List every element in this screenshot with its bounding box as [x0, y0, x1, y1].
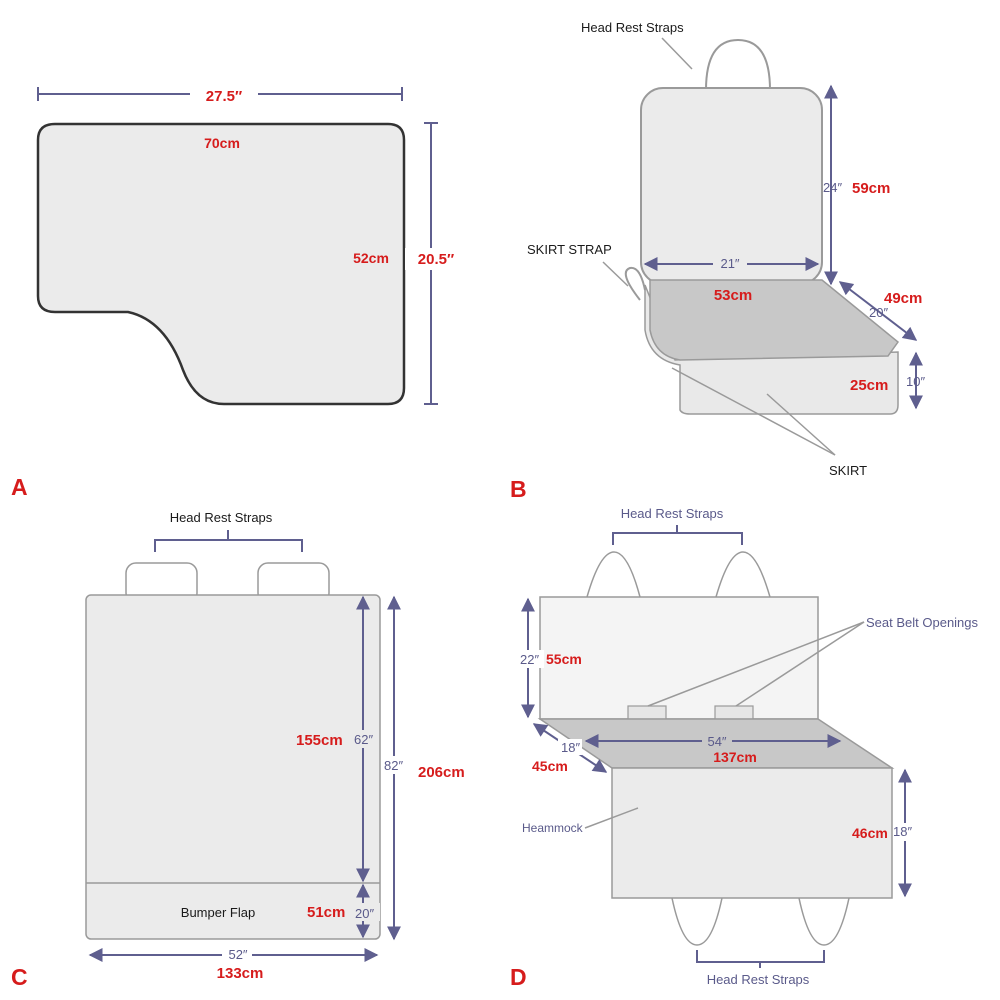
back-height-cm-b: 59cm	[852, 180, 890, 197]
total-height-cm-c: 206cm	[418, 764, 465, 781]
head-rest-straps-bottom-label-d: Head Rest Straps	[707, 972, 810, 987]
headrest-loop-top-left-d	[586, 551, 641, 598]
hammock-panel-d	[611, 767, 893, 899]
width-dimension-a	[37, 84, 403, 104]
panel-letter-a: A	[11, 474, 28, 500]
height-cm-label-a: 52cm	[353, 250, 389, 266]
headrest-loop-top-right-d	[715, 551, 771, 598]
total-height-inch-c: 82″	[384, 758, 403, 773]
width-inch-label-a: 27.5″	[206, 88, 242, 105]
mat-a-outline	[36, 122, 406, 406]
skirt-label-b: SKIRT	[829, 463, 867, 478]
height-dimension-a	[405, 122, 465, 405]
head-rest-straps-top-label-d: Head Rest Straps	[621, 506, 724, 521]
backrest-b	[640, 87, 823, 285]
flap-height-cm-c: 51cm	[307, 904, 345, 921]
panel-letter-c: C	[11, 964, 28, 990]
main-height-cm-c: 155cm	[296, 732, 343, 749]
seat-width-cm-b: 53cm	[714, 287, 752, 304]
head-rest-straps-label-c: Head Rest Straps	[170, 510, 273, 525]
width-cm-label-a: 70cm	[204, 135, 240, 151]
back-height-cm-d: 55cm	[546, 651, 582, 667]
skirt-b	[644, 284, 899, 415]
panel-b: Head Rest Straps SKIRT STRAP SKIRT 24″ 5…	[510, 20, 925, 502]
width-inch-c: 52″	[228, 947, 247, 962]
height-inch-label-a: 20.5″	[418, 251, 454, 268]
main-height-inch-c: 62″	[354, 732, 373, 747]
headrest-loop-bottom-left-d	[671, 897, 723, 946]
seat-belt-openings-label-d: Seat Belt Openings	[866, 615, 979, 630]
skirt-height-inch-b: 10″	[906, 374, 925, 389]
heammock-label-d: Heammock	[522, 821, 584, 835]
seat-depth-inch-d: 18″	[561, 740, 580, 755]
bumper-flap-label-c: Bumper Flap	[181, 905, 255, 920]
seat-belt-slot-left-d	[627, 705, 667, 720]
seat-cover-c	[85, 594, 381, 940]
panel-letter-d: D	[510, 964, 527, 990]
back-width-inch-b: 21″	[720, 256, 739, 271]
head-rest-straps-label-b: Head Rest Straps	[581, 20, 684, 35]
headrest-strap-loop-b	[705, 38, 771, 91]
seat-depth-inch-b: 20″	[869, 305, 888, 320]
panel-a: 27.5″ 70cm 52cm 20.5″ A	[11, 84, 465, 500]
panel-d: Head Rest Straps Head Rest Straps Seat B…	[510, 506, 979, 990]
back-height-inch-b: 24″	[823, 180, 842, 195]
seat-depth-cm-b: 49cm	[884, 290, 922, 307]
seat-depth-cm-d: 45cm	[532, 758, 568, 774]
width-cm-d: 137cm	[713, 749, 757, 765]
panel-letter-b: B	[510, 476, 527, 502]
panel-c: Head Rest Straps Bumper Flap 155cm 62″ 8…	[11, 510, 465, 990]
drop-inch-d: 18″	[893, 824, 912, 839]
width-cm-c: 133cm	[217, 965, 264, 982]
seat-belt-slot-right-d	[714, 705, 754, 720]
seat-cushion-b	[649, 279, 900, 361]
skirt-strap-label-b: SKIRT STRAP	[527, 242, 612, 257]
headrest-loop-bottom-right-d	[798, 897, 850, 946]
width-inch-d: 54″	[707, 734, 726, 749]
flap-height-inch-c: 20″	[355, 906, 374, 921]
back-height-inch-d: 22″	[520, 652, 539, 667]
skirt-strap-loop-b	[624, 266, 646, 301]
drop-cm-d: 46cm	[852, 825, 888, 841]
skirt-height-cm-b: 25cm	[850, 377, 888, 394]
